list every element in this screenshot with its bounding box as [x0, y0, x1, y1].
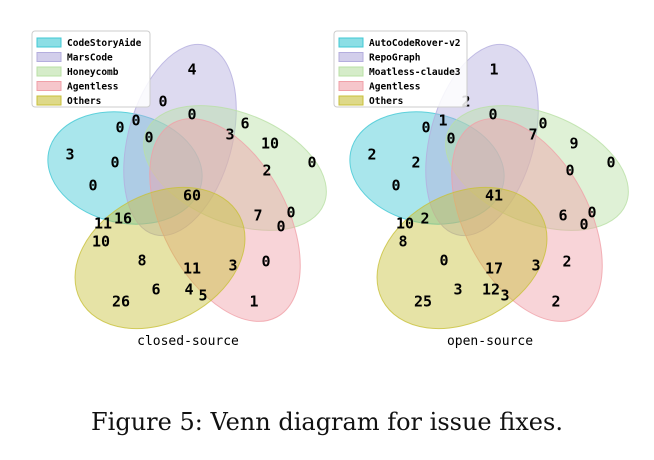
region-count: 3 — [225, 126, 234, 144]
region-count: 0 — [286, 204, 295, 222]
set-ellipse — [349, 111, 505, 225]
legend-box — [333, 30, 468, 108]
legend-label: RepoGraph — [369, 53, 420, 64]
legend-label: Others — [369, 96, 403, 107]
region-count: 0 — [579, 216, 588, 234]
legend-label: Agentless — [67, 82, 118, 93]
legend-swatch — [36, 81, 62, 91]
region-count: 0 — [488, 106, 497, 124]
region-count: 0 — [276, 218, 285, 236]
region-count: 3 — [500, 287, 509, 305]
region-count: 0 — [110, 154, 119, 172]
region-count: 3 — [228, 257, 237, 275]
set-ellipse — [445, 105, 629, 231]
region-count: 6 — [558, 207, 567, 225]
set-ellipse — [451, 118, 603, 322]
region-count: 0 — [606, 154, 615, 172]
set-ellipse — [47, 111, 203, 225]
legend-label: Others — [67, 96, 101, 107]
region-count: 2 — [551, 293, 560, 311]
legend-swatch — [338, 81, 364, 91]
legend-swatch — [338, 52, 364, 62]
region-count: 9 — [569, 135, 578, 153]
region-count: 1 — [249, 293, 258, 311]
region-count: 0 — [115, 119, 124, 137]
region-count: 10 — [396, 215, 414, 233]
legend-swatch — [338, 37, 364, 48]
legend-label: AutoCodeRover-v2 — [369, 38, 461, 49]
figure-caption: Figure 5: Venn diagram for issue fixes. — [91, 408, 563, 436]
region-count: 41 — [485, 187, 503, 205]
region-count: 0 — [446, 130, 455, 148]
region-count: 7 — [253, 207, 262, 225]
region-count: 0 — [158, 93, 167, 111]
legend-label: MarsCode — [67, 53, 113, 64]
region-count: 0 — [538, 115, 547, 133]
region-count: 25 — [414, 293, 432, 311]
region-count: 3 — [65, 146, 74, 164]
region-count: 4 — [184, 281, 193, 299]
region-count: 11 — [183, 260, 201, 278]
region-count: 2 — [420, 210, 429, 228]
region-count: 0 — [144, 129, 153, 147]
region-count: 0 — [307, 154, 316, 172]
subtitle: open-source — [447, 334, 533, 349]
legend-swatch — [36, 95, 62, 106]
region-count: 11 — [94, 215, 112, 233]
region-count: 1 — [438, 112, 447, 130]
region-count: 0 — [131, 112, 140, 130]
region-count: 0 — [439, 252, 448, 270]
region-count: 0 — [421, 119, 430, 137]
region-count: 0 — [187, 106, 196, 124]
set-ellipse — [143, 105, 327, 231]
venn-diagram-open-source: 12022512000090600108203123173207412 Auto… — [327, 0, 654, 360]
set-ellipse — [74, 186, 246, 330]
region-count: 0 — [261, 253, 270, 271]
region-count: 26 — [112, 293, 130, 311]
region-count: 2 — [411, 154, 420, 172]
region-count: 2 — [562, 253, 571, 271]
set-ellipse — [376, 186, 548, 330]
region-count: 10 — [261, 135, 279, 153]
region-count: 8 — [137, 252, 146, 270]
subtitle: closed-source — [137, 334, 239, 349]
region-count: 7 — [528, 126, 537, 144]
region-count: 12 — [482, 281, 500, 299]
region-count: 10 — [92, 233, 110, 251]
region-count: 5 — [198, 287, 207, 305]
legend-label: Honeycomb — [67, 67, 119, 78]
legend-swatch — [338, 95, 364, 106]
legend-swatch — [36, 37, 62, 48]
region-count: 4 — [187, 61, 196, 79]
region-count: 17 — [485, 260, 503, 278]
region-count: 0 — [587, 204, 596, 222]
region-count: 6 — [240, 115, 249, 133]
region-count: 2 — [367, 146, 376, 164]
legend-swatch — [338, 66, 364, 77]
set-ellipse — [123, 43, 237, 237]
legend-label: Moatless-claude3 — [369, 67, 461, 78]
region-count: 3 — [531, 257, 540, 275]
region-count: 6 — [151, 281, 160, 299]
legend-swatch — [36, 66, 62, 77]
set-ellipse — [149, 118, 301, 322]
region-count: 16 — [114, 210, 132, 228]
region-count: 2 — [262, 162, 271, 180]
venn-svg: 12022512000090600108203123173207412 Auto… — [333, 30, 629, 349]
region-count: 60 — [183, 187, 201, 205]
region-count: 3 — [453, 281, 462, 299]
legend-label: CodeStoryAide — [67, 38, 142, 49]
region-count: 0 — [88, 177, 97, 195]
region-count: 0 — [565, 162, 574, 180]
legend-label: Agentless — [369, 82, 420, 93]
legend-swatch — [36, 52, 62, 62]
region-count: 8 — [398, 233, 407, 251]
region-count: 0 — [391, 177, 400, 195]
region-count: 1 — [489, 61, 498, 79]
